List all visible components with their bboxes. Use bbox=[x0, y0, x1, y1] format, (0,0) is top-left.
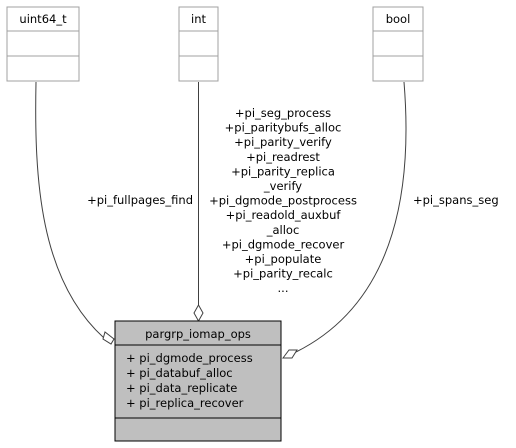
edge-uint64 bbox=[35, 81, 105, 339]
node-main-member-2: + pi_data_replicate bbox=[126, 381, 237, 395]
node-main-member-0: + pi_dgmode_process bbox=[126, 351, 253, 365]
node-main-members: + pi_dgmode_process+ pi_databuf_alloc+ p… bbox=[126, 351, 253, 410]
edge-label-center-5: _verify bbox=[263, 179, 302, 193]
edge-label-center-8: _alloc bbox=[266, 223, 300, 237]
node-main-frame bbox=[114, 320, 282, 442]
node-uint64-title: uint64_t bbox=[19, 12, 67, 26]
edge-uint64-diamond bbox=[102, 331, 115, 345]
edge-label-center-group: +pi_seg_process+pi_paritybufs_alloc+pi_p… bbox=[209, 106, 357, 295]
node-main-member-1: + pi_databuf_alloc bbox=[126, 366, 233, 380]
edge-label-center-6: +pi_dgmode_postprocess bbox=[209, 194, 357, 208]
edge-label-center-12: ... bbox=[278, 281, 289, 295]
edge-label-center-2: +pi_parity_verify bbox=[234, 135, 332, 149]
edge-bool-diamond bbox=[282, 349, 298, 359]
edge-int-diamond bbox=[193, 303, 204, 323]
node-main-title: pargrp_iomap_ops bbox=[145, 327, 251, 341]
node-main-member-3: + pi_replica_recover bbox=[126, 396, 244, 410]
node-main[interactable]: pargrp_iomap_ops + pi_dgmode_process+ pi… bbox=[114, 320, 282, 442]
node-bool-frame bbox=[372, 6, 424, 82]
node-int-frame bbox=[178, 6, 219, 82]
node-int-title: int bbox=[191, 12, 206, 26]
edge-label-center-4: +pi_parity_replica bbox=[231, 164, 335, 178]
edge-bool bbox=[295, 81, 407, 353]
edge-label-center-11: +pi_parity_recalc bbox=[233, 267, 333, 281]
edge-label-center-9: +pi_dgmode_recover bbox=[222, 237, 345, 251]
node-uint64[interactable]: uint64_t bbox=[6, 6, 80, 82]
edge-label-center-0: +pi_seg_process bbox=[235, 106, 331, 120]
edge-label-left: +pi_fullpages_find bbox=[87, 193, 193, 207]
edge-label-center-1: +pi_paritybufs_alloc bbox=[225, 121, 342, 135]
node-uint64-frame bbox=[6, 6, 80, 82]
node-int[interactable]: int bbox=[178, 6, 219, 82]
edge-label-center-10: +pi_populate bbox=[245, 252, 322, 266]
edge-label-right: +pi_spans_seg bbox=[413, 193, 499, 207]
edge-label-center-3: +pi_readrest bbox=[246, 150, 320, 164]
edge-label-center-7: +pi_readold_auxbuf bbox=[226, 208, 342, 222]
node-bool[interactable]: bool bbox=[372, 6, 424, 82]
node-bool-title: bool bbox=[386, 12, 411, 26]
